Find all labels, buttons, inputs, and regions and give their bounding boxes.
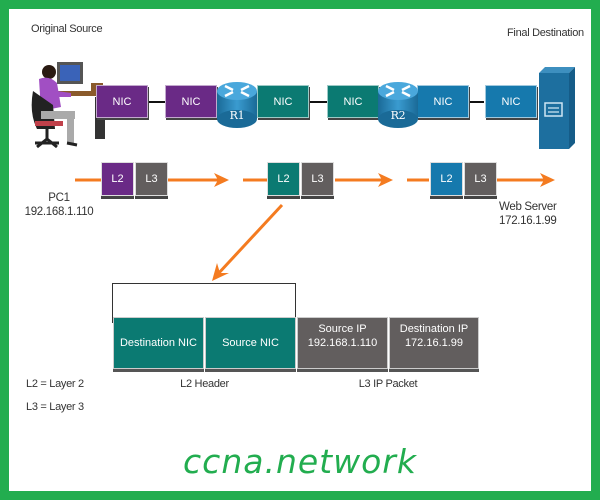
destination-nic-label: Destination NIC	[119, 337, 198, 349]
packet-flow-arrows	[75, 173, 555, 281]
wire-r2-server	[466, 101, 484, 103]
l2-header-bracket	[112, 283, 296, 323]
pc1-ip-label: 192.168.1.110	[24, 206, 94, 218]
destination-ip-label: Destination IP	[399, 323, 469, 335]
router-r2-icon	[378, 82, 418, 128]
brand-watermark: ccna.network	[183, 442, 417, 481]
source-ip-value: 192.168.1.110	[307, 337, 378, 349]
pc1-name-label: PC1	[48, 192, 70, 204]
wire-r1-r2	[309, 101, 329, 103]
nic-r2-right: NIC	[417, 85, 469, 118]
arrow-head-1	[214, 173, 229, 187]
source-ip-label: Source IP	[318, 323, 367, 335]
final-destination-label: Final Destination	[507, 27, 584, 39]
packet-3-l3: L3	[464, 162, 497, 196]
nic-pc1: NIC	[96, 85, 148, 118]
l2-header-label: L2 Header	[180, 378, 229, 390]
arrow-head-2	[378, 173, 393, 187]
pc-user-icon	[31, 62, 107, 149]
nic-r1-right: NIC	[257, 85, 309, 118]
router-r1-icon	[217, 82, 257, 128]
packet-1-l2: L2	[101, 162, 134, 196]
nic-r2-left: NIC	[327, 85, 379, 118]
packet-3-l2: L2	[430, 162, 463, 196]
legend-l2: L2 = Layer 2	[26, 378, 84, 390]
arrow-diagonal	[215, 203, 284, 277]
source-nic-field: Source NIC	[205, 317, 296, 369]
web-server-ip-label: 172.16.1.99	[499, 215, 557, 227]
source-nic-label: Source NIC	[222, 337, 279, 349]
l3-ip-packet-label: L3 IP Packet	[358, 378, 418, 390]
packet-2-l2: L2	[267, 162, 300, 196]
wire-pc-r1	[147, 101, 165, 103]
packet-1-l3: L3	[135, 162, 168, 196]
web-server-name-label: Web Server	[499, 201, 557, 213]
source-ip-field: Source IP 192.168.1.110	[297, 317, 388, 369]
legend-l3: L3 = Layer 3	[26, 401, 84, 413]
nic-r1-left: NIC	[165, 85, 217, 118]
destination-ip-field: Destination IP 172.16.1.99	[389, 317, 479, 369]
router-r1-label: R1	[229, 109, 245, 122]
original-source-label: Original Source	[31, 23, 103, 35]
nic-server: NIC	[485, 85, 537, 118]
router-r2-label: R2	[390, 109, 406, 122]
destination-ip-value: 172.16.1.99	[404, 337, 464, 349]
arrow-head-3	[540, 173, 555, 187]
diagram-canvas: Original Source Final Destination NIC NI…	[9, 9, 591, 491]
destination-nic-field: Destination NIC	[113, 317, 204, 369]
web-server-icon	[539, 67, 575, 149]
packet-2-l3: L3	[301, 162, 334, 196]
arrow-head-diagonal	[212, 263, 229, 281]
